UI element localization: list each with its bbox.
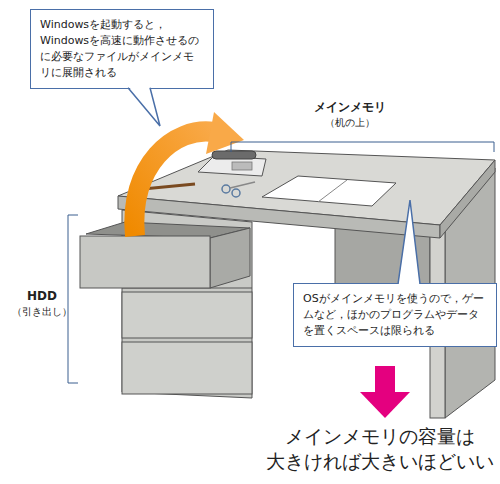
part-label: HDD (14, 289, 70, 305)
conclusion-text: メインメモリの容量は 大きければ大きいほどいい (250, 424, 500, 473)
callout-tail (398, 200, 420, 284)
memory-bracket (231, 142, 494, 152)
conclusion-arrow-head (360, 392, 410, 418)
part-label: （机の上） (300, 117, 400, 129)
drawer-side (210, 228, 250, 288)
load-arrow-head (206, 112, 244, 154)
callout-tail (128, 88, 160, 126)
open-drawer (80, 236, 210, 288)
load-arrow (134, 131, 214, 236)
telephone-keys (232, 162, 252, 170)
drawer (122, 292, 252, 338)
scissors (230, 182, 255, 188)
scissors (232, 189, 240, 197)
callout-text: Windowsを起動すると，Windowsを高速に動作させるのに必要なファイルが… (40, 17, 204, 81)
callout-text: OSがメインメモリを使うので，ゲームなど，ほかのプログラムやデータを置くスペース… (303, 291, 487, 339)
callout-box: Windowsを起動すると，Windowsを高速に動作させるのに必要なファイルが… (30, 9, 214, 89)
callout-box: OSがメインメモリを使うので，ゲームなど，ほかのプログラムやデータを置くスペース… (293, 283, 497, 347)
hdd-bracket (68, 215, 78, 383)
part-label: （引き出し） (2, 306, 82, 318)
notebook (262, 176, 396, 206)
callout-tail (128, 86, 160, 126)
part-label: メインメモリ (300, 100, 400, 116)
callout-tail (398, 200, 420, 286)
scissors (222, 185, 230, 193)
notebook-spine (318, 180, 347, 202)
telephone-handset (212, 151, 256, 159)
desk-top-side (440, 160, 495, 238)
drawer (122, 342, 252, 394)
conclusion-arrow (375, 366, 395, 392)
